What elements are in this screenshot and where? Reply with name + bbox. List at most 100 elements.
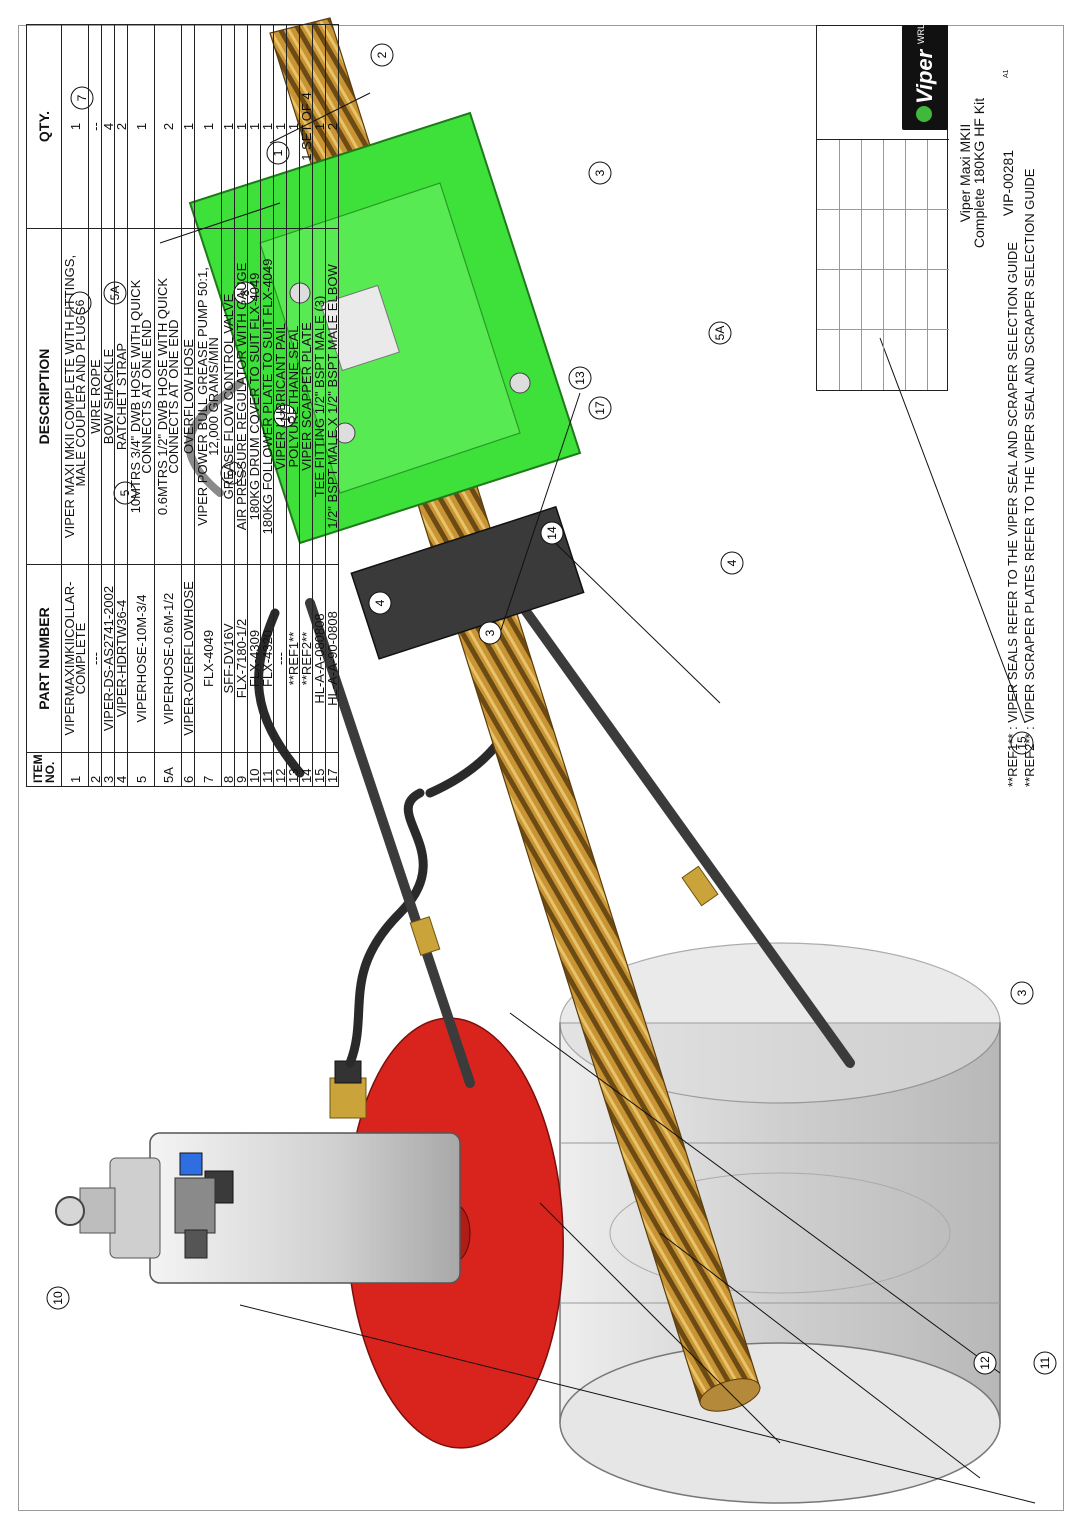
callout-balloon: 10 — [46, 1286, 70, 1310]
leaf-icon — [916, 106, 932, 122]
bom-cell-qty: 1 — [194, 24, 222, 229]
logo-sub: WRL — [916, 24, 926, 44]
callout-balloon: 11 — [1033, 1351, 1057, 1375]
callout-balloon-label: 12 — [978, 1356, 992, 1370]
bom-cell-part: FLX-4049 — [194, 564, 222, 753]
callout-balloon-circle — [588, 161, 612, 185]
bom-description-line: WIRE ROPE — [88, 359, 102, 434]
bom-cell-part: **REF2** — [299, 564, 313, 753]
bom-cell-part: HL-A-A-90-0808 — [325, 564, 339, 753]
callout-balloon-label: 11 — [1038, 1356, 1052, 1369]
bom-cell-qty: 1 — [221, 24, 235, 229]
callouts — [159, 92, 1036, 1504]
bom-cell-part: VIPER-OVERFLOWHOSE — [181, 564, 195, 753]
callout-balloon-label: 5 — [118, 489, 132, 496]
callout-balloon-circle — [1010, 731, 1034, 755]
callout-balloon-circle — [68, 291, 92, 315]
bom-cell-item: 12 — [273, 752, 287, 787]
bom-cell-qty: 2 — [154, 24, 182, 229]
bom-header-qty: QTY. — [26, 24, 62, 229]
bom-cell-description: RATCHET STRAP — [114, 228, 128, 565]
callout-balloon-label: 7 — [75, 94, 89, 101]
bom-cell-description: VIPER MAXI MKII COMPLETE WITH FITTINGS,M… — [61, 228, 89, 565]
bom-cell-item: 8 — [221, 752, 235, 787]
callout-balloon: 17 — [588, 396, 612, 420]
callout-balloon-circle — [478, 621, 502, 645]
callout-balloon: 9 — [220, 461, 244, 485]
bom-description-line: POLYURETHANE SEAL — [286, 325, 300, 468]
callout-balloon: 1 — [266, 141, 290, 165]
callout-balloon-circle — [540, 521, 564, 545]
callout-balloon-circle — [1010, 981, 1034, 1005]
bom-header-part: PART NUMBER — [26, 564, 62, 753]
bom-cell-part: VIPERHOSE-0.6M-1/2 — [154, 564, 182, 753]
bom-cell-description: 1/2" BSPT MALE X 1/2" BSPT MALE ELBOW — [325, 228, 339, 565]
callout-balloon-label: 15 — [1015, 736, 1029, 750]
callout-balloon-label: 1 — [271, 149, 285, 156]
callout-balloon: 3 — [1010, 981, 1034, 1005]
bom-cell-qty: 1 — [273, 24, 287, 229]
bom-cell-part: SFF-DV16V — [221, 564, 235, 753]
bom-description-line: 180KG FOLLOWER PLATE TO SUIT FLX-4049 — [260, 258, 274, 535]
grease-pump — [55, 1132, 461, 1284]
bom-cell-description: VIPER LUBRICANT PAIL — [273, 228, 287, 565]
callout-balloon-label: 17 — [593, 401, 607, 415]
callout-balloon-circle — [1033, 1351, 1057, 1375]
callout-balloon: 6 — [68, 291, 92, 315]
drawing-title-line-2: Complete 180KG HF Kit — [971, 97, 987, 249]
bom-cell-qty: 1 — [234, 24, 248, 229]
bom-cell-item: 14 — [299, 752, 313, 787]
callout-balloon: 5 — [113, 481, 137, 505]
bom-cell-item: 10 — [247, 752, 261, 787]
callout-balloon-label: 10 — [51, 1291, 65, 1305]
bom-description-line: GREASE FLOW CONTROL VALVE — [221, 293, 235, 500]
bom-cell-qty: -- — [88, 24, 102, 229]
callout-balloon-circle — [233, 281, 257, 305]
bom-cell-part: **REF1** — [286, 564, 300, 753]
callout-balloon-label: 3 — [1015, 989, 1029, 996]
title-block-grid — [817, 139, 949, 390]
bom-cell-qty: 1 — [61, 24, 89, 229]
callout-balloon: 3 — [478, 621, 502, 645]
callout-balloon-circle — [70, 86, 94, 110]
callout-balloon-circle — [708, 321, 732, 345]
bom-cell-item: 7 — [194, 752, 222, 787]
bom-row: 14**REF2**VIPER SCAPPER PLATE1 SET OF 4 — [299, 24, 313, 787]
callout-balloon: 3 — [588, 161, 612, 185]
bom-cell-part: VIPER-DS-AS2741-2002 — [101, 564, 115, 753]
drawing-number: VIP-00281 — [1000, 149, 1016, 217]
bom-description-line: RATCHET STRAP — [114, 342, 128, 451]
bom-cell-description: VIPER POWER BULL GREASE PUMP 50:1,12,000… — [194, 228, 222, 565]
callout-balloon-circle — [720, 551, 744, 575]
callout-balloon: 2 — [370, 43, 394, 67]
callout-balloon-circle — [266, 141, 290, 165]
callout-balloon-circle — [103, 281, 127, 305]
bom-cell-item: 3 — [101, 752, 115, 787]
bom-cell-qty: 1 — [312, 24, 326, 229]
bom-cell-item: 4 — [114, 752, 128, 787]
bom-description-line: 1/2" BSPT MALE X 1/2" BSPT MALE ELBOW — [325, 264, 339, 529]
drawing-title: Viper Maxi MKII Complete 180KG HF Kit — [957, 63, 987, 283]
callout-balloon: 4 — [368, 591, 392, 615]
callout-balloon-label: 14 — [545, 526, 559, 540]
bom-cell-item: 6 — [181, 752, 195, 787]
callout-balloon-circle — [568, 366, 592, 390]
callout-balloon-label: 4 — [373, 599, 387, 606]
bom-cell-part: --- — [273, 564, 287, 753]
callout-balloon-label: 3 — [483, 629, 497, 636]
note-ref2: **REF2** : VIPER SCRAPER PLATES REFER TO… — [1022, 168, 1037, 787]
callout-balloon: 5A — [103, 281, 127, 305]
callout-balloon-label: 3 — [593, 169, 607, 176]
logo-text: Viper — [912, 49, 937, 104]
bom-description-line: TEE FITTING 1/2" BSPT MALE (3) — [312, 295, 326, 498]
callout-balloon-label: 17 — [278, 409, 292, 423]
